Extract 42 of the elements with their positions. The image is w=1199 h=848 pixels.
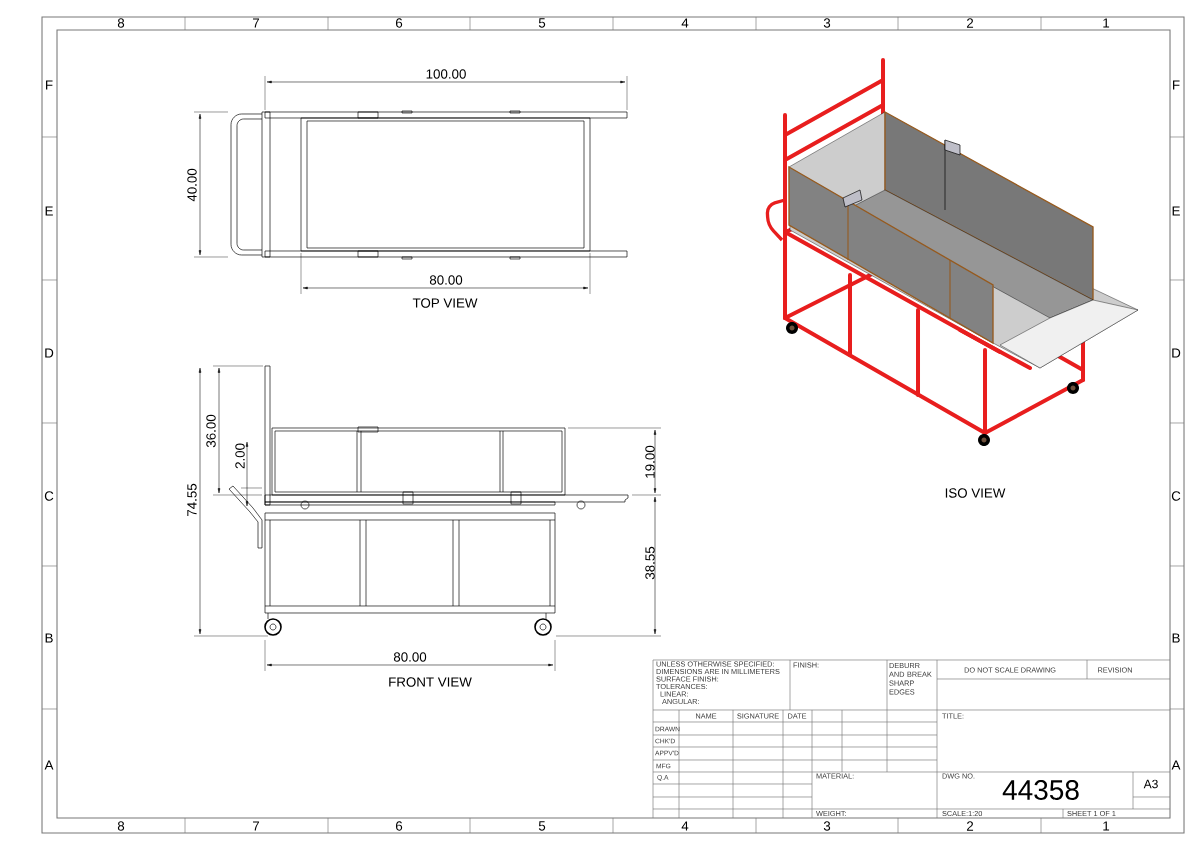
zone-label: 4 xyxy=(681,821,689,831)
zone-label: 3 xyxy=(823,821,831,831)
zone-label: C xyxy=(1171,491,1181,501)
zone-label: 2 xyxy=(966,18,974,28)
dimension-value: 74.55 xyxy=(187,483,197,516)
zone-label: 6 xyxy=(395,821,403,831)
zone-label: 4 xyxy=(681,18,689,28)
zone-label: B xyxy=(1172,633,1180,643)
zone-label: 6 xyxy=(395,18,403,28)
zone-label: 3 xyxy=(823,18,831,28)
dimension-value: 2.00 xyxy=(235,443,245,469)
dimension-value: 38.55 xyxy=(645,546,655,580)
zone-label: D xyxy=(45,348,54,358)
zone-label: A xyxy=(44,760,54,770)
sheet-size: A3 xyxy=(1143,779,1158,789)
zone-label: 5 xyxy=(538,821,546,831)
dimension-value: 100.00 xyxy=(426,69,466,79)
zone-label: 1 xyxy=(1103,821,1110,831)
zone-label: 2 xyxy=(966,821,974,831)
zone-label: 7 xyxy=(253,821,260,831)
zone-label: 1 xyxy=(1103,18,1110,28)
dimension-value: 36.00 xyxy=(206,414,216,448)
zone-label: A xyxy=(1171,760,1181,770)
zone-label: C xyxy=(44,491,54,501)
zone-label: E xyxy=(1172,206,1180,216)
zone-label: 8 xyxy=(117,18,125,28)
zone-label: B xyxy=(45,633,53,643)
dimension-value: 80.00 xyxy=(393,652,427,662)
view-label: ISO VIEW xyxy=(945,488,1006,498)
view-label: TOP VIEW xyxy=(412,298,478,308)
drawing-number: 44358 xyxy=(1002,780,1079,800)
zone-label: F xyxy=(46,80,53,90)
zone-label: 5 xyxy=(538,18,546,28)
zone-label: E xyxy=(45,206,53,216)
dimension-value: 80.00 xyxy=(429,275,463,285)
zone-label: 7 xyxy=(253,18,260,28)
zone-label: 8 xyxy=(117,821,125,831)
zone-label: D xyxy=(1172,348,1181,358)
view-label: FRONT VIEW xyxy=(389,677,472,687)
dimension-value: 19.00 xyxy=(645,445,655,478)
zone-label: F xyxy=(1173,80,1180,90)
dimension-value: 40.00 xyxy=(187,168,197,202)
